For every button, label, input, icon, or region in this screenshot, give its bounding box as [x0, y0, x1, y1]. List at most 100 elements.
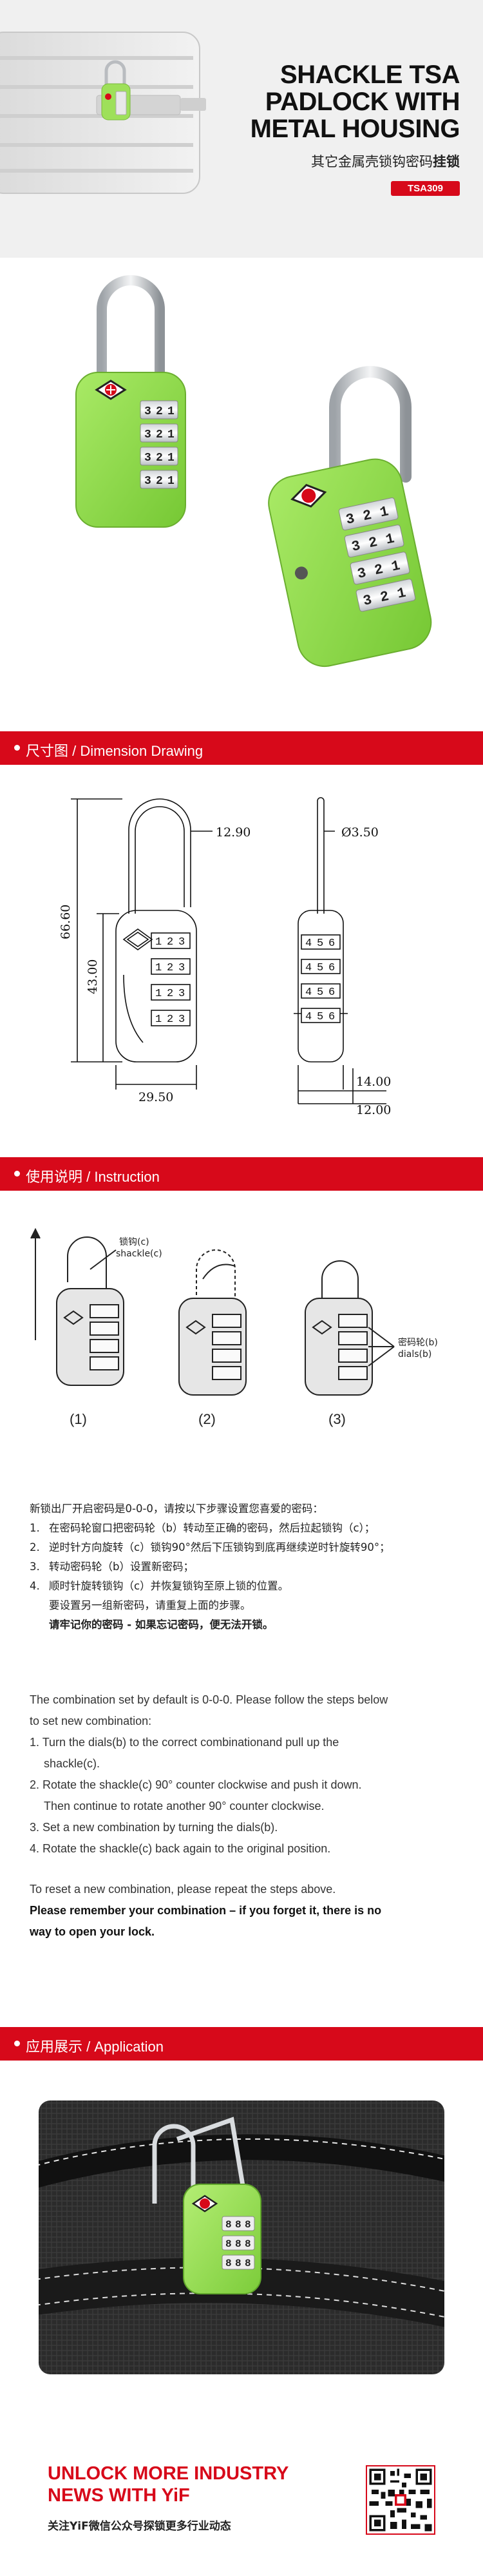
instruction-figures: 锁钩(c) shackle(c) 密码轮(b) dials(b) (1) (2)…: [0, 1218, 483, 1450]
qr-code-icon[interactable]: [366, 2465, 435, 2535]
cn-repeat-note: 要设置另一组新密码，请重复上面的步骤。: [49, 1599, 251, 1611]
section-title: 应用展示 / Application: [26, 2039, 164, 2055]
svg-text:1: 1: [379, 503, 390, 521]
svg-text:8: 8: [245, 2219, 251, 2231]
dim-shackle-diameter: Ø3.50: [341, 825, 379, 840]
footer-headline: UNLOCK MORE INDUSTRY NEWS WITH YiF: [48, 2463, 318, 2506]
subtitle-bold: 挂锁: [433, 155, 460, 169]
svg-text:3: 3: [144, 405, 151, 418]
en-warning: way to open your lock.: [30, 1925, 155, 1938]
svg-text:3: 3: [144, 428, 151, 441]
svg-text:1: 1: [167, 428, 175, 441]
svg-text:1: 1: [155, 1014, 162, 1026]
label-shackle-cn: 锁钩(c): [119, 1237, 149, 1247]
svg-text:8: 8: [225, 2219, 232, 2231]
en-step: Then continue to rotate another 90° coun…: [44, 1800, 325, 1812]
svg-text:1: 1: [155, 962, 162, 974]
svg-text:8: 8: [235, 2238, 242, 2250]
hero-title-block: SHACKLE TSA PADLOCK WITH METAL HOUSING 其…: [228, 61, 460, 196]
svg-text:3: 3: [345, 511, 356, 528]
step-number: 3.: [30, 1561, 40, 1573]
svg-text:3: 3: [144, 475, 151, 488]
dim-body-height: 43.00: [86, 959, 100, 994]
svg-text:1: 1: [167, 452, 175, 465]
svg-text:1: 1: [155, 988, 162, 1000]
figure-label: (2): [198, 1411, 216, 1427]
en-step: 1. Turn the dials(b) to the correct comb…: [30, 1736, 339, 1749]
bullet-icon: [14, 2041, 20, 2046]
svg-text:3: 3: [178, 1014, 185, 1026]
svg-text:3: 3: [178, 936, 185, 948]
figure-label: (3): [328, 1411, 346, 1427]
label-dials-en: dials(b): [398, 1349, 431, 1360]
cn-step: 1.在密码轮窗口把密码轮（b）转动至正确的密码，然后拉起锁钩（c）；: [30, 1519, 455, 1538]
cn-intro: 新锁出厂开启密码是0-0-0，请按以下步骤设置您喜爱的密码：: [30, 1503, 323, 1515]
svg-text:2: 2: [167, 988, 173, 1000]
en-step: 3. Set a new combination by turning the …: [30, 1821, 278, 1834]
svg-text:8: 8: [245, 2258, 251, 2269]
en-intro: to set new combination:: [30, 1715, 152, 1727]
svg-text:2: 2: [167, 936, 173, 948]
svg-text:5: 5: [317, 962, 323, 974]
svg-text:6: 6: [328, 962, 335, 974]
headline-line: NEWS WITH YiF: [48, 2485, 190, 2506]
cn-step: 2.逆时针方向旋转（c）锁钩90°然后下压锁钩到底再继续逆时针旋转90°；: [30, 1538, 455, 1557]
label-shackle-en: shackle(c): [116, 1249, 162, 1259]
svg-text:3: 3: [178, 988, 185, 1000]
figure-label: (1): [70, 1411, 87, 1427]
svg-text:8: 8: [245, 2238, 251, 2250]
dim-total-height: 66.60: [59, 905, 73, 939]
svg-text:4: 4: [305, 986, 312, 999]
svg-text:3: 3: [362, 592, 374, 610]
en-step: 4. Rotate the shackle(c) back again to t…: [30, 1842, 331, 1855]
svg-text:2: 2: [167, 962, 173, 974]
svg-text:1: 1: [167, 405, 175, 418]
svg-text:8: 8: [225, 2258, 232, 2269]
instruction-illustration: 锁钩(c) shackle(c) 密码轮(b) dials(b) (1) (2)…: [30, 1227, 438, 1427]
svg-text:2: 2: [156, 405, 163, 418]
en-warning: Please remember your combination – if yo…: [30, 1904, 382, 1917]
suitcase-illustration: [0, 32, 206, 194]
section-title: 使用说明 / Instruction: [26, 1169, 160, 1185]
bullet-icon: [14, 745, 20, 751]
headline-line: UNLOCK MORE INDUSTRY: [48, 2463, 289, 2484]
svg-text:3: 3: [356, 565, 368, 582]
step-number: 4.: [30, 1580, 40, 1592]
dim-depth-a: 14.00: [356, 1075, 391, 1089]
svg-text:2: 2: [361, 507, 373, 524]
svg-text:8: 8: [225, 2238, 232, 2250]
technical-drawing: 66.60 43.00 12.90 29.50 Ø3.50 14.00 12.0…: [59, 797, 391, 1117]
title-line: METAL HOUSING: [250, 115, 460, 143]
en-step: 2. Rotate the shackle(c) 90° counter clo…: [30, 1778, 362, 1791]
cn-step: 3.转动密码轮（b）设置新密码；: [30, 1557, 455, 1577]
dim-body-width: 29.50: [138, 1090, 173, 1104]
cn-step: 4. 顺时针旋转锁钩（c）并恢复锁钩至原上锁的位置。: [30, 1577, 455, 1596]
section-header-application: 应用展示 / Application: [0, 2027, 483, 2061]
cn-warning: 请牢记你的密码 - 如果忘记密码，便无法开锁。: [49, 1619, 274, 1631]
bullet-icon: [14, 1171, 20, 1177]
svg-text:6: 6: [328, 986, 335, 999]
en-step: shackle(c).: [44, 1757, 100, 1770]
hero-banner: SHACKLE TSA PADLOCK WITH METAL HOUSING 其…: [0, 0, 483, 258]
svg-text:3: 3: [178, 962, 185, 974]
svg-text:8: 8: [235, 2258, 242, 2269]
step-text: 顺时针旋转锁钩（c）并恢复锁钩至原上锁的位置。: [49, 1580, 289, 1592]
svg-text:1: 1: [390, 558, 402, 575]
svg-text:2: 2: [379, 588, 390, 606]
model-badge: TSA309: [390, 181, 460, 196]
svg-text:2: 2: [167, 1014, 173, 1026]
svg-text:2: 2: [373, 561, 384, 579]
svg-text:2: 2: [367, 534, 379, 552]
svg-text:5: 5: [317, 1011, 323, 1023]
en-intro: The combination set by default is 0-0-0.…: [30, 1693, 388, 1706]
svg-text:6: 6: [328, 1011, 335, 1023]
product-subtitle: 其它金属壳锁钩密码挂锁: [228, 151, 460, 171]
svg-text:5: 5: [317, 937, 323, 950]
dim-shackle-clearance: 12.90: [216, 825, 251, 840]
instructions-english: The combination set by default is 0-0-0.…: [30, 1689, 455, 1943]
